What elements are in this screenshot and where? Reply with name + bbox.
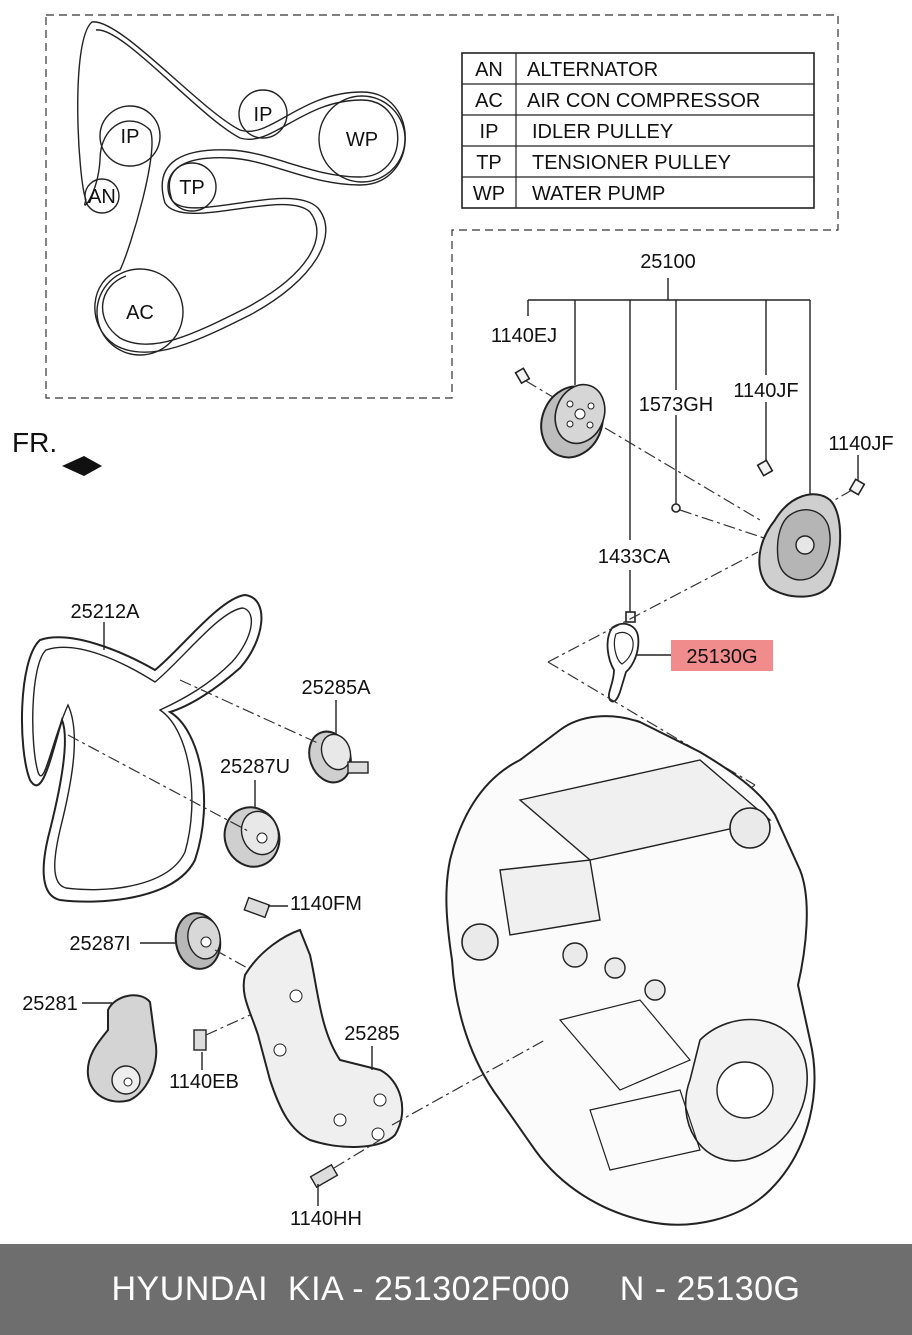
legend-name: AIR CON COMPRESSOR xyxy=(527,90,760,112)
legend-code: WP xyxy=(473,183,505,205)
legend-code: AN xyxy=(475,59,503,81)
pulley-label-ac: AC xyxy=(126,302,154,324)
footer-bar: HYUNDAI KIA - 251302F000 N - 25130G xyxy=(0,1244,912,1335)
legend-code: TP xyxy=(476,152,502,174)
belt-routing-diagram: IP AN IP WP TP AC xyxy=(77,21,406,356)
alignment-line xyxy=(67,734,251,833)
part-label-1140EB: 1140EB xyxy=(169,1071,239,1093)
pulley-ip-top xyxy=(238,89,288,139)
water-pump-gasket xyxy=(606,622,640,703)
pulley-label-ip-left: IP xyxy=(121,126,140,148)
bolt-1140JF-a xyxy=(756,459,774,477)
front-label: FR. xyxy=(12,427,57,458)
footer-part-number: HYUNDAI KIA - 251302F000 N - 25130G xyxy=(111,1270,801,1308)
part-label-1140JF-b: 1140JF xyxy=(828,433,893,455)
front-arrow-icon xyxy=(62,456,102,476)
drive-belt xyxy=(21,593,263,903)
idler-pulley-25285A xyxy=(308,730,369,784)
alignment-line xyxy=(179,679,321,745)
part-label-25130G[interactable]: 25130G xyxy=(686,646,757,668)
part-label-1140EJ: 1140EJ xyxy=(491,325,557,347)
water-pump-leaders xyxy=(527,278,859,612)
part-label-25287I: 25287I xyxy=(69,933,130,955)
bolt-1140HH xyxy=(309,1139,381,1189)
bolt-1140FM xyxy=(243,896,271,919)
part-label-1140FM: 1140FM xyxy=(290,893,362,915)
legend-name: IDLER PULLEY xyxy=(532,121,673,143)
bolt-1140EJ xyxy=(514,367,761,521)
part-label-1140HH: 1140HH xyxy=(290,1208,362,1230)
water-pump-body xyxy=(758,493,842,598)
belt-path-inner xyxy=(95,29,399,345)
highlight-box-25130G xyxy=(671,640,773,671)
engine-block xyxy=(445,715,816,1226)
pulley-an xyxy=(84,178,120,214)
legend-name: WATER PUMP xyxy=(532,183,665,205)
parts-diagram: IP AN IP WP TP AC AN ALTERNATOR AC AIR C… xyxy=(12,14,894,1230)
part-label-25285A: 25285A xyxy=(302,677,372,699)
pulley-ac xyxy=(96,268,184,356)
part-label-25287U: 25287U xyxy=(220,756,290,778)
part-label-25100: 25100 xyxy=(640,251,696,273)
part-label-25281: 25281 xyxy=(22,993,78,1015)
alignment-line xyxy=(214,949,261,976)
pulley-tp xyxy=(167,162,217,212)
bolt-1573GH xyxy=(671,503,771,541)
legend-name: ALTERNATOR xyxy=(527,59,658,81)
inset-frame xyxy=(45,14,839,399)
part-label-25212A: 25212A xyxy=(71,601,141,623)
tensioner-pulley-25287I xyxy=(174,912,222,970)
pulley-ip-left xyxy=(99,105,161,167)
tensioner-25281 xyxy=(86,994,158,1103)
alignment-line xyxy=(547,551,759,663)
water-pump-pulley xyxy=(540,383,606,459)
front-direction-indicator: FR. xyxy=(12,427,102,476)
legend-code: AC xyxy=(475,90,503,112)
bolt-1140EB xyxy=(193,1014,251,1051)
legend-table: AN ALTERNATOR AC AIR CON COMPRESSOR IP I… xyxy=(461,52,815,209)
pulley-label-ip-top: IP xyxy=(254,104,273,126)
part-label-1573GH: 1573GH xyxy=(639,394,714,416)
pulley-label-wp: WP xyxy=(346,129,378,151)
part-label-1140JF-a: 1140JF xyxy=(733,380,798,402)
pulley-wp xyxy=(318,95,406,183)
bracket-25285 xyxy=(242,928,404,1148)
legend-code: IP xyxy=(480,121,499,143)
pulley-label-tp: TP xyxy=(179,177,205,199)
idler-pulley-25287U xyxy=(223,806,281,868)
part-label-25285: 25285 xyxy=(344,1023,400,1045)
legend-name: TENSIONER PULLEY xyxy=(532,152,731,174)
alignment-line xyxy=(391,1039,546,1126)
part-label-1433CA: 1433CA xyxy=(598,546,671,568)
belt-path-outer xyxy=(77,21,406,353)
pulley-label-an: AN xyxy=(88,186,116,208)
